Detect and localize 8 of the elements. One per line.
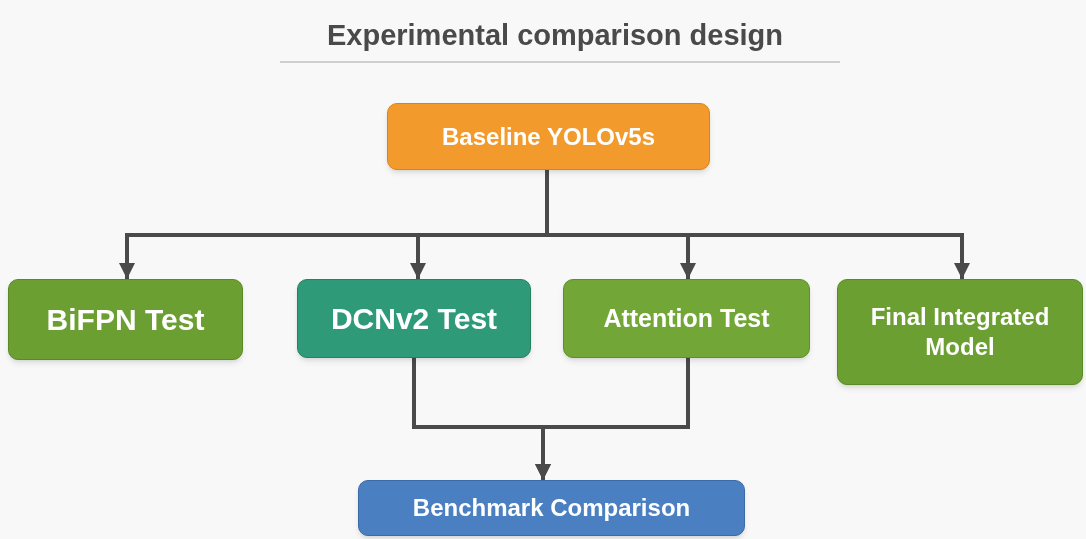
process-box: Final Integrated Model	[837, 279, 1083, 385]
process-box: Attention Test	[563, 279, 810, 358]
process-box: Baseline YOLOv5s	[387, 103, 710, 170]
process-box: BiFPN Test	[8, 279, 243, 360]
title: Experimental comparison design	[325, 18, 785, 53]
process-box: DCNv2 Test	[297, 279, 531, 358]
arrow	[545, 170, 970, 279]
process-box: Benchmark Comparison	[358, 480, 745, 536]
